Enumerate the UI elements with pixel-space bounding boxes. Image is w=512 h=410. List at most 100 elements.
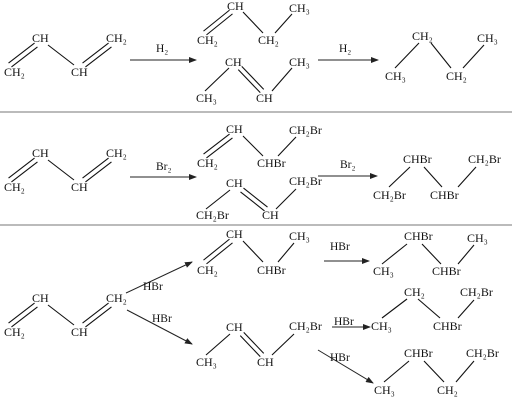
p3b-single-bond-right: [271, 333, 295, 356]
diene-top-ch2-right: CH₂: [106, 31, 127, 45]
reagent-hbr-b: HBr: [334, 316, 354, 328]
p2a-ch2br: CH₂Br: [289, 123, 322, 137]
reagent-h2-first: H₂: [156, 43, 168, 55]
butane-bond-3: [462, 44, 485, 69]
p3a-ch2: CH₂: [197, 263, 218, 277]
reagent-br2-second: Br₂: [340, 159, 356, 171]
p3e-ch2br: CH₂Br: [466, 346, 499, 360]
p3c-bond-2: [421, 243, 442, 265]
diene-top-ch-1: CH: [32, 31, 49, 45]
p2a-ch: CH: [226, 122, 243, 136]
p1a-double-bond: [203, 9, 230, 32]
p3c-bond-3: [457, 244, 475, 265]
reagent-h2-second: H₂: [339, 43, 351, 55]
p3a-ch3: CH₃: [289, 229, 310, 243]
p3e-ch2: CH₂: [437, 383, 458, 397]
butane-ch3-right: CH₃: [477, 31, 498, 45]
diene-middle-ch-2: CH: [71, 180, 88, 194]
p1b-ch-1: CH: [225, 55, 242, 69]
p3d-chbr: CHBr: [433, 319, 462, 333]
butane-ch2-1: CH₂: [412, 29, 433, 43]
diene-bottom-single-bond-mid: [47, 304, 75, 326]
p2b-ch2br-left: CH₂Br: [196, 208, 229, 222]
diene-bottom-double-bond-right: [82, 302, 109, 324]
p2b-single-bond-left: [205, 189, 231, 210]
diene-top-double-bond-left: [11, 46, 38, 68]
p1b-ch3-left: CH₃: [196, 91, 217, 105]
diene-top-ch2-left: CH₂: [4, 65, 25, 79]
p3c-ch3-right: CH₃: [467, 231, 488, 245]
p3a-single-bond: [242, 240, 264, 263]
p2b-double-bond: [240, 191, 265, 212]
p3c-chbr-2: CHBr: [432, 264, 461, 278]
p3a-single-bond-2: [277, 242, 295, 263]
butane-bond-1: [394, 42, 420, 69]
p3d-ch2br: CH₂Br: [460, 285, 493, 299]
p3d-bond-3: [457, 299, 475, 319]
p3d-bond-2: [417, 298, 441, 319]
butane-ch2-2: CH₂: [446, 69, 467, 83]
reagent-br2-first: Br₂: [156, 161, 172, 173]
p3c-ch3-left: CH₃: [373, 264, 394, 278]
p3b-single-bond-left: [205, 333, 231, 356]
diene-bottom-ch2-right: CH₂: [106, 291, 127, 305]
p3e-chbr: CHBr: [404, 346, 433, 360]
reagent-hbr-a: HBr: [330, 241, 350, 253]
diene-bottom-ch-2: CH: [71, 325, 88, 339]
arrow-hbr-down: [126, 309, 193, 345]
diene-middle-ch2-right: CH₂: [106, 146, 127, 160]
p2c-chbr-2: CHBr: [430, 188, 459, 202]
p2c-bond-3: [457, 166, 477, 188]
p3b-ch3: CH₃: [196, 355, 217, 369]
p3c-chbr-1: CHBr: [404, 229, 433, 243]
diene-bottom-double-bond-left: [11, 306, 38, 328]
diene-top-ch-2: CH: [71, 65, 88, 79]
p3a-chbr: CHBr: [257, 263, 286, 277]
diene-top-double-bond-right: [85, 46, 112, 68]
p1b-double-bond: [241, 65, 265, 90]
p2b-single-bond-right: [275, 188, 297, 210]
diene-middle-double-bond-right: [85, 161, 112, 183]
p3e-bond-1: [383, 360, 410, 383]
butane-bond-2: [430, 42, 452, 69]
p1a-ch2-left: CH₂: [197, 33, 218, 47]
diene-middle-ch2-left: CH₂: [4, 180, 25, 194]
arrow-hbr-up: [125, 261, 193, 294]
diene-middle-ch-1: CH: [32, 146, 49, 160]
p3b-double-bond: [239, 335, 261, 358]
p2c-bond-1: [388, 166, 411, 188]
p1a-ch: CH: [227, 0, 244, 13]
p2c-ch2br-left: CH₂Br: [373, 188, 406, 202]
p2a-chbr: CHBr: [257, 156, 286, 170]
p1b-ch3-right: CH₃: [289, 55, 310, 69]
p3b-ch2br: CH₂Br: [289, 319, 322, 333]
p3b-ch-2: CH: [257, 355, 274, 369]
p1a-single-bond-2: [274, 13, 293, 34]
diene-middle-single-bond-mid: [47, 159, 75, 181]
p3a-double-bond: [206, 242, 233, 265]
p3c-bond-1: [381, 243, 408, 265]
diene-top-double-bond-right: [82, 42, 109, 64]
p3b-ch-1: CH: [226, 320, 243, 334]
p2c-ch2br-right: CH₂Br: [468, 152, 501, 166]
p3a-ch: CH: [226, 227, 243, 241]
p2b-ch-1: CH: [226, 176, 243, 190]
p3d-bond-1: [381, 298, 408, 319]
diene-bottom-ch2-left: CH₂: [4, 325, 25, 339]
diene-bottom-double-bond-right: [85, 306, 112, 328]
p1b-double-bond: [237, 69, 261, 94]
p1b-single-bond-right: [271, 67, 293, 92]
p3e-bond-3: [455, 360, 475, 383]
reagent-hbr-up: HBr: [143, 281, 163, 293]
p2b-ch-2: CH: [262, 208, 279, 222]
diene-bottom-ch-1: CH: [32, 291, 49, 305]
p2c-chbr-1: CHBr: [403, 152, 432, 166]
p1a-double-bond: [206, 13, 233, 36]
p2a-double-bond: [203, 133, 230, 155]
p1a-ch3: CH₃: [289, 1, 310, 15]
p1b-ch-2: CH: [256, 91, 273, 105]
reagent-hbr-down: HBr: [152, 313, 172, 325]
p1a-single-bond: [242, 11, 264, 34]
p3e-bond-2: [423, 360, 445, 383]
